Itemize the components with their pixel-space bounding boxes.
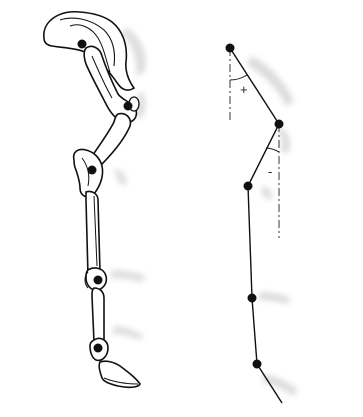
upper-angle-arc [230,75,247,80]
coffin-point [253,360,262,369]
cannon-bone [86,191,100,278]
hock-point [244,182,253,191]
lower-angle-sign: - [268,164,272,179]
lower-angle-arc [266,148,279,152]
stick-figure-shadows [246,56,298,396]
hoof-bone [99,361,140,387]
hip-point [226,44,235,53]
right-panel-stick-figure: + - [226,44,299,404]
fetlock-marker [94,276,103,285]
limb-segment-line [230,48,282,403]
stifle-point [275,120,284,129]
upper-angle-sign: + [240,82,248,97]
hock-marker [88,166,97,175]
fetlock-point [248,294,257,303]
stifle-marker [124,102,133,111]
coffin-marker [94,344,103,353]
hip-marker [78,40,87,49]
pastern-bone [92,288,104,346]
left-panel-skeleton [44,12,146,388]
